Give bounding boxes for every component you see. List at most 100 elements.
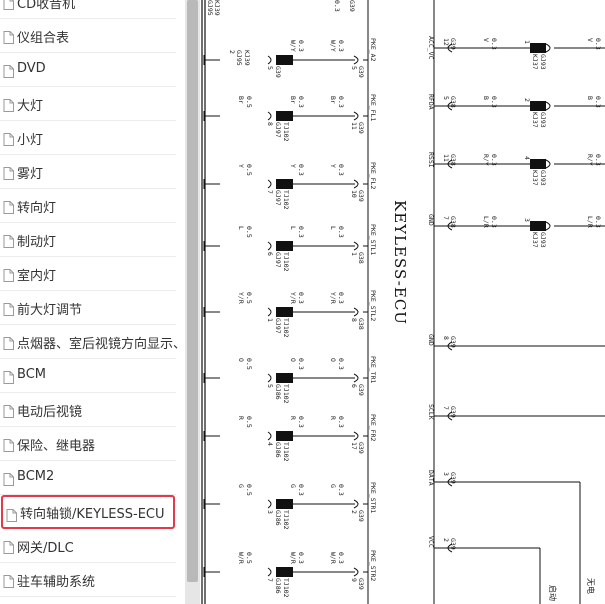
connector-label: G39	[449, 406, 457, 418]
pin-number: 3	[442, 472, 450, 476]
document-icon	[6, 507, 17, 526]
connector-arc	[353, 307, 359, 317]
connector-label: G39	[449, 538, 457, 550]
ecu-signal-label: PKE_STR1	[369, 482, 377, 513]
connector-block	[276, 499, 293, 509]
nav-item-label: 保险、继电器	[17, 439, 96, 454]
sidebar-scrollbar-thumb[interactable]	[187, 0, 198, 582]
pin-number: 8	[442, 336, 450, 340]
connector-arc	[267, 373, 272, 383]
connector-label: G38	[357, 252, 365, 264]
nav-item[interactable]: 转向轴锁/KEYLESS-ECU	[1, 495, 175, 529]
ecu-signal-label: GND	[427, 334, 435, 346]
document-icon	[3, 437, 14, 456]
nav-item-label: 小灯	[17, 133, 44, 148]
nav-item[interactable]: BCM	[0, 359, 176, 393]
pin-number: 6	[266, 252, 274, 256]
document-icon	[3, 369, 14, 388]
nav-item-label: 驻车辅助系统	[17, 575, 96, 590]
bottom-label: 启动	[548, 585, 558, 601]
nav-item[interactable]: 雾灯	[0, 155, 176, 189]
wire-color: W/Y	[289, 40, 297, 52]
connector-arc	[447, 221, 453, 231]
nav-item[interactable]: DVD	[0, 53, 176, 87]
pin-number: 11	[442, 154, 450, 162]
wire-gauge: 0.3	[490, 154, 498, 166]
wire-gauge: 0.3	[337, 416, 345, 428]
pin-number: 11	[350, 122, 358, 130]
nav-item[interactable]: 点烟器、室后视镜方向显示、	[0, 325, 185, 359]
wire-color: G	[289, 484, 297, 488]
connector-label: GJ93	[539, 170, 547, 186]
pin-number: 3	[266, 510, 274, 514]
wire-color: Y	[289, 164, 297, 168]
wire-color: G	[237, 484, 245, 488]
connector-arc	[545, 43, 551, 53]
nav-item[interactable]: 转向灯	[0, 189, 176, 223]
wire-gauge: 0.3	[297, 484, 305, 496]
nav-item[interactable]: BCM2	[0, 461, 176, 495]
wire-color: Br	[289, 96, 297, 104]
ecu-signal-label: RFDA	[427, 94, 435, 110]
pin-number: 2	[228, 50, 236, 54]
nav-item[interactable]: CD收音机	[0, 0, 176, 19]
wire-color: Br	[329, 96, 337, 104]
nav-item[interactable]: 大灯	[0, 87, 176, 121]
document-icon	[3, 403, 14, 422]
connector-label: GJ93	[539, 54, 547, 70]
pin-number: 7	[442, 406, 450, 410]
connector-arc	[353, 179, 359, 189]
connector-arc	[353, 567, 359, 577]
nav-item[interactable]: 电动后视镜	[0, 393, 176, 427]
wire-color: Y	[237, 164, 245, 168]
connector-arc	[447, 101, 453, 111]
connector-label: GJ86	[274, 578, 282, 594]
ecu-signal-label: PKE_FR2	[369, 414, 377, 441]
wire-color: Br	[237, 96, 245, 104]
wire-color: Y/R	[237, 292, 245, 304]
wire-color: O	[329, 358, 337, 362]
connector-label: KJ37	[531, 54, 539, 70]
connector-label: KJ37	[531, 170, 539, 186]
wire-color: L	[237, 226, 245, 230]
nav-item-label: 转向轴锁/KEYLESS-ECU	[20, 507, 165, 522]
wire-gauge: 0.3	[297, 40, 305, 52]
wire-gauge: 0.5	[245, 226, 253, 238]
connector-arc	[447, 159, 453, 169]
wire-gauge: 0.3	[594, 96, 602, 108]
connector-arc	[447, 43, 453, 53]
wire-color: Y/R	[329, 292, 337, 304]
ecu-signal-label: RSSI	[427, 152, 435, 168]
document-icon	[3, 573, 14, 592]
connector-arc	[353, 55, 359, 65]
pin-number: 17	[350, 442, 358, 450]
nav-item[interactable]: 仪组合表	[0, 19, 176, 53]
pin-number: 1	[266, 318, 274, 322]
connector-label: TJ102	[282, 384, 290, 404]
wire-gauge: 0.5	[245, 292, 253, 304]
nav-item[interactable]: 保险、继电器	[0, 427, 176, 461]
nav-item[interactable]: 小灯	[0, 121, 176, 155]
connector-label: G39	[449, 472, 457, 484]
nav-item[interactable]: 驻车辅助系统	[0, 563, 176, 597]
nav-item[interactable]: 室内灯	[0, 257, 176, 291]
nav-item[interactable]: 制动灯	[0, 223, 176, 257]
pin-number: 5	[442, 96, 450, 100]
connector-label: G39	[357, 122, 365, 134]
connector-label: GJ97	[274, 190, 282, 206]
ecu-signal-label: PKE_STL1	[369, 224, 377, 255]
connector-block	[276, 567, 293, 577]
ecu-signal-label: PKE_A2	[369, 38, 377, 62]
connector-block	[276, 307, 293, 317]
connector-label: GJ97	[274, 252, 282, 268]
wire-gauge: 0.3	[337, 552, 345, 564]
document-icon	[3, 539, 14, 558]
nav-item[interactable]: 网关/DLC	[0, 529, 176, 563]
connector-label: GJ97	[274, 318, 282, 334]
connector-arc	[447, 477, 453, 487]
connector-label: G39	[449, 38, 457, 50]
connector-arc	[267, 499, 272, 509]
nav-item[interactable]: 前大灯调节	[0, 291, 176, 325]
document-icon	[3, 471, 14, 490]
